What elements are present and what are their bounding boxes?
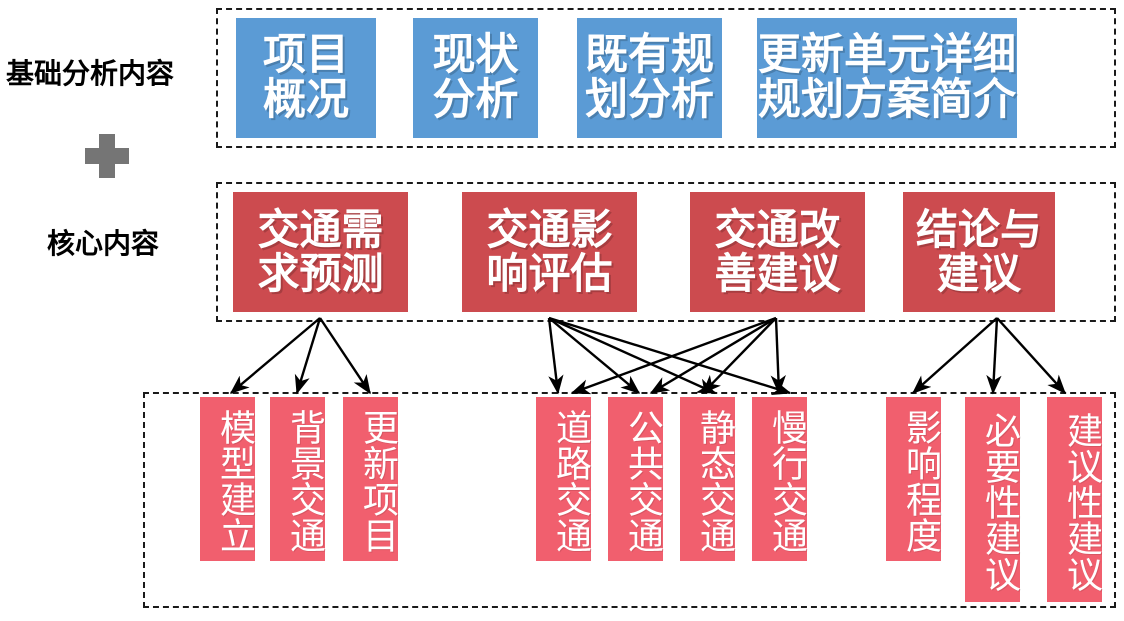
core-content-row-label: 核心内容	[47, 227, 160, 260]
detail-box-necessary-suggestion[interactable]: 必要性建议	[965, 397, 1020, 602]
detail-box-renewal-project[interactable]: 更新项目	[343, 397, 398, 561]
arrow-impact-to-public-transit	[548, 317, 641, 394]
core-box-traffic-improvement-suggestion-line2: 善建议	[714, 249, 841, 298]
arrow-improvement-to-road-traffic	[570, 316, 777, 395]
arrow-demand-to-renewal-project	[319, 317, 371, 395]
core-box-conclusion-and-suggestion[interactable]: 结论与 建议	[903, 192, 1055, 312]
basic-box-existing-plan-analysis-line1: 既有规	[585, 30, 714, 81]
arrow-impact-to-static-traffic	[548, 316, 717, 395]
detail-box-impact-degree[interactable]: 影响程度	[886, 397, 941, 561]
detail-box-road-traffic[interactable]: 道路交通	[536, 397, 591, 561]
detail-box-advisory-suggestion[interactable]: 建议性建议	[1047, 397, 1102, 602]
arrow-improvement-to-public-transit	[649, 316, 777, 395]
basic-box-renewal-unit-detailed-plan-line1: 更新单元详细	[758, 30, 1016, 81]
plus-icon	[85, 134, 129, 178]
basic-box-project-overview-line1: 项目	[263, 30, 349, 81]
plus-icon-vertical-bar	[99, 134, 115, 178]
core-box-traffic-demand-forecast-line1: 交通需	[257, 205, 384, 255]
core-box-traffic-improvement-suggestion[interactable]: 交通改 善建议	[690, 192, 865, 312]
core-box-traffic-impact-assessment-line2: 响评估	[486, 249, 613, 298]
basic-box-renewal-unit-detailed-plan[interactable]: 更新单元详细 规划方案简介	[757, 18, 1017, 138]
arrow-demand-to-background-traffic	[294, 317, 322, 395]
basic-box-current-status-analysis-line1: 现状	[432, 30, 519, 81]
basic-box-renewal-unit-detailed-plan-line2: 规划方案简介	[758, 75, 1016, 125]
basic-analysis-group-frame	[216, 8, 1116, 148]
basic-box-current-status-analysis[interactable]: 现状 分析	[413, 18, 538, 138]
core-box-traffic-impact-assessment[interactable]: 交通影 响评估	[462, 192, 637, 312]
basic-box-current-status-analysis-line2: 分析	[432, 75, 519, 125]
basic-box-existing-plan-analysis-line2: 划分析	[585, 75, 714, 125]
basic-box-project-overview-line2: 概况	[263, 75, 349, 125]
basic-analysis-row-label: 基础分析内容	[6, 57, 175, 90]
detail-box-slow-traffic[interactable]: 慢行交通	[752, 397, 807, 561]
arrow-conclusion-to-advisory-suggestion	[996, 317, 1066, 395]
core-box-traffic-demand-forecast[interactable]: 交通需 求预测	[233, 192, 408, 312]
arrow-impact-to-road-traffic	[547, 317, 564, 395]
arrow-improvement-to-static-traffic	[701, 317, 777, 395]
arrow-conclusion-to-necessary-suggestion	[986, 317, 1002, 395]
detail-box-public-transit[interactable]: 公共交通	[608, 397, 663, 561]
arrow-conclusion-to-impact-degree	[911, 317, 998, 394]
core-box-conclusion-and-suggestion-line1: 结论与	[915, 205, 1042, 255]
core-box-conclusion-and-suggestion-line2: 建议	[936, 249, 1021, 298]
arrow-improvement-to-slow-traffic	[770, 317, 786, 395]
arrow-demand-to-model-setup	[229, 317, 321, 394]
basic-box-existing-plan-analysis[interactable]: 既有规 划分析	[577, 18, 722, 138]
detail-box-background-traffic[interactable]: 背景交通	[270, 397, 325, 561]
core-box-traffic-demand-forecast-line2: 求预测	[257, 249, 384, 298]
arrow-impact-to-slow-traffic	[548, 316, 792, 396]
basic-box-project-overview[interactable]: 项目 概况	[236, 18, 376, 138]
detail-box-static-traffic[interactable]: 静态交通	[680, 397, 735, 561]
core-box-traffic-impact-assessment-line1: 交通影	[486, 205, 613, 255]
detail-box-model-setup[interactable]: 模型建立	[200, 397, 255, 561]
core-box-traffic-improvement-suggestion-line1: 交通改	[714, 205, 841, 255]
